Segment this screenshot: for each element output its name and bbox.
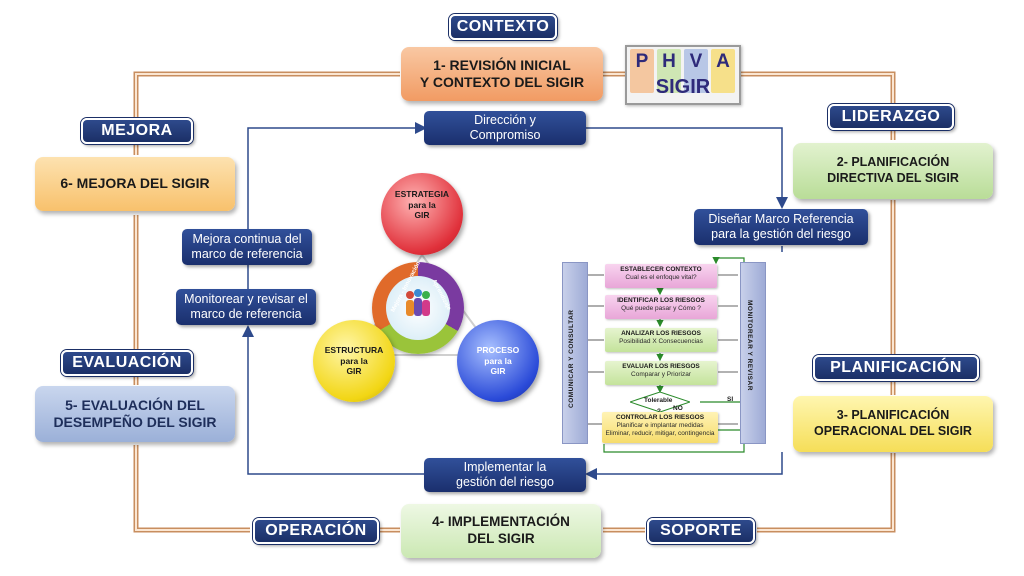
estrategia-line-2: para la — [408, 199, 436, 210]
stage-3-planificacion-operacional: 3- PLANIFICACIÓN OPERACIONAL DEL SIGIR — [793, 396, 993, 452]
label-contexto: CONTEXTO — [449, 14, 557, 40]
center-emblem: Mejora - Innovación Aprendizaje — [372, 261, 464, 354]
establecer-title: ESTABLECER CONTEXTO — [620, 266, 702, 273]
analizar-title: ANALIZAR LOS RIESGOS — [621, 330, 701, 337]
bar-comunicar-consultar — [562, 262, 588, 444]
inner-framework-loop — [242, 122, 788, 480]
tolerable-si: SI — [727, 396, 734, 403]
phva-letter-a: A — [716, 51, 730, 72]
stage-4-line-1: 4- IMPLEMENTACIÓN — [432, 514, 570, 530]
proceso-line-3: GIR — [490, 366, 506, 377]
stage-3-line-2: OPERACIONAL DEL SIGIR — [814, 424, 972, 438]
tolerable-no: NO — [673, 405, 683, 412]
estructura-line-1: ESTRUCTURA — [324, 345, 384, 356]
phva-letter-p: P — [635, 51, 649, 72]
stage-1-revision-inicial: 1- REVISIÓN INICIAL Y CONTEXTO DEL SIGIR — [401, 47, 603, 101]
disenar-line-1: Diseñar Marco Referencia — [708, 212, 854, 226]
label-soporte: SOPORTE — [647, 518, 755, 544]
phva-stripe-p — [630, 49, 654, 93]
estrategia-line-3: GIR — [414, 210, 430, 221]
estructura-line-3: GIR — [346, 366, 362, 377]
label-operacion: OPERACIÓN — [253, 518, 379, 544]
monitorear-line-1: Monitorear y revisar el — [184, 292, 308, 306]
circle-estructura: ESTRUCTURA para la GIR — [313, 320, 395, 402]
stage-5-line-2: DESEMPEÑO DEL SIGIR — [53, 414, 217, 430]
estructura-line-2: para la — [340, 355, 368, 366]
direccion-line-1: Dirección y — [474, 113, 536, 127]
step-disenar-marco: Diseñar Marco Referencia para la gestión… — [694, 209, 868, 245]
stage-3-line-1: 3- PLANIFICACIÓN — [836, 408, 950, 423]
stage-6-label: 6- MEJORA DEL SIGIR — [60, 175, 210, 192]
mejora-continua-line-1: Mejora continua del — [192, 232, 302, 246]
label-evaluacion: EVALUACIÓN — [61, 350, 193, 376]
process-step-evaluar: EVALUAR LOS RIESGOS Comparar y Priorizar — [605, 361, 717, 385]
proceso-line-1: PROCESO — [476, 345, 520, 356]
step-implementar-gestion: Implementar la gestión del riesgo — [424, 458, 586, 492]
stage-5-evaluacion-desempeno: 5- EVALUACIÓN DEL DESEMPEÑO DEL SIGIR — [35, 386, 235, 442]
bar-monitorear-revisar-label: MONITOREAR Y REVISAR — [746, 300, 753, 391]
step-mejora-continua: Mejora continua del marco de referencia — [182, 229, 312, 265]
controlar-sub-2: Eliminar, reducir, mitigar, contingencia — [605, 429, 715, 437]
people-figure-icon — [402, 288, 434, 324]
estrategia-line-1: ESTRATEGIA — [394, 189, 450, 200]
controlar-sub-1: Planificar e implantar medidas — [616, 421, 704, 429]
label-mejora: MEJORA — [81, 118, 193, 144]
phva-letter-v: V — [689, 51, 703, 72]
stage-1-line-1: 1- REVISIÓN INICIAL — [433, 56, 571, 73]
label-liderazgo: LIDERAZGO — [828, 104, 954, 130]
phva-stripe-h — [657, 49, 681, 93]
disenar-line-2: para la gestión del riesgo — [711, 227, 851, 241]
stage-5-line-1: 5- EVALUACIÓN DEL — [65, 396, 205, 413]
stage-2-line-1: 2- PLANIFICACIÓN — [836, 155, 950, 170]
implementar-line-2: gestión del riesgo — [456, 475, 554, 489]
phva-sigir-logo: P H V A SIGIR — [625, 45, 741, 105]
process-step-identificar: IDENTIFICAR LOS RIESGOS Qué puede pasar … — [605, 295, 717, 319]
stage-1-line-2: Y CONTEXTO DEL SIGIR — [419, 74, 585, 90]
direccion-line-2: Compromiso — [469, 128, 541, 142]
stage-2-line-2: DIRECTIVA DEL SIGIR — [827, 171, 959, 185]
phva-stripe-v — [684, 49, 708, 93]
analizar-sub: Posibilidad X Consecuencias — [619, 337, 703, 345]
evaluar-sub: Comparar y Priorizar — [631, 370, 691, 378]
phva-letter-h: H — [662, 51, 676, 72]
stage-2-planificacion-directiva: 2- PLANIFICACIÓN DIRECTIVA DEL SIGIR — [793, 143, 993, 199]
evaluar-title: EVALUAR LOS RIESGOS — [622, 363, 700, 370]
controlar-title: CONTROLAR LOS RIESGOS — [615, 414, 705, 421]
identificar-sub: Qué puede pasar y Cómo ? — [621, 304, 701, 312]
stage-6-mejora: 6- MEJORA DEL SIGIR — [35, 157, 235, 211]
tolerable-question: ? — [657, 408, 661, 415]
process-step-controlar: CONTROLAR LOS RIESGOS Planificar e impla… — [602, 412, 718, 443]
stage-4-implementacion: 4- IMPLEMENTACIÓN DEL SIGIR — [401, 504, 601, 558]
side-exchange-arrows — [588, 274, 738, 425]
step-direccion-compromiso: Dirección y Compromiso — [424, 111, 586, 145]
label-planificacion: PLANIFICACIÓN — [813, 355, 979, 381]
monitorear-line-2: marco de referencia — [190, 307, 302, 321]
circle-estrategia: ESTRATEGIA para la GIR — [381, 173, 463, 255]
stage-4-line-2: DEL SIGIR — [467, 531, 535, 546]
bar-monitorear-revisar — [740, 262, 766, 444]
step-monitorear-revisar: Monitorear y revisar el marco de referen… — [176, 289, 316, 325]
circle-proceso: PROCESO para la GIR — [457, 320, 539, 402]
process-step-establecer-contexto: ESTABLECER CONTEXTO Cual es el enfoque v… — [605, 264, 717, 288]
mejora-continua-line-2: marco de referencia — [191, 247, 303, 261]
phva-title: SIGIR — [655, 75, 711, 98]
establecer-sub: Cual es el enfoque vital? — [625, 273, 697, 281]
bar-comunicar-consultar-label: COMUNICAR Y CONSULTAR — [568, 309, 575, 409]
process-step-analizar: ANALIZAR LOS RIESGOS Posibilidad X Conse… — [605, 328, 717, 352]
identificar-title: IDENTIFICAR LOS RIESGOS — [617, 297, 705, 304]
phva-stripe-a — [711, 49, 735, 93]
proceso-line-2: para la — [484, 355, 512, 366]
implementar-line-1: Implementar la — [463, 460, 547, 474]
tolerable-label: Tolerable — [644, 397, 673, 404]
